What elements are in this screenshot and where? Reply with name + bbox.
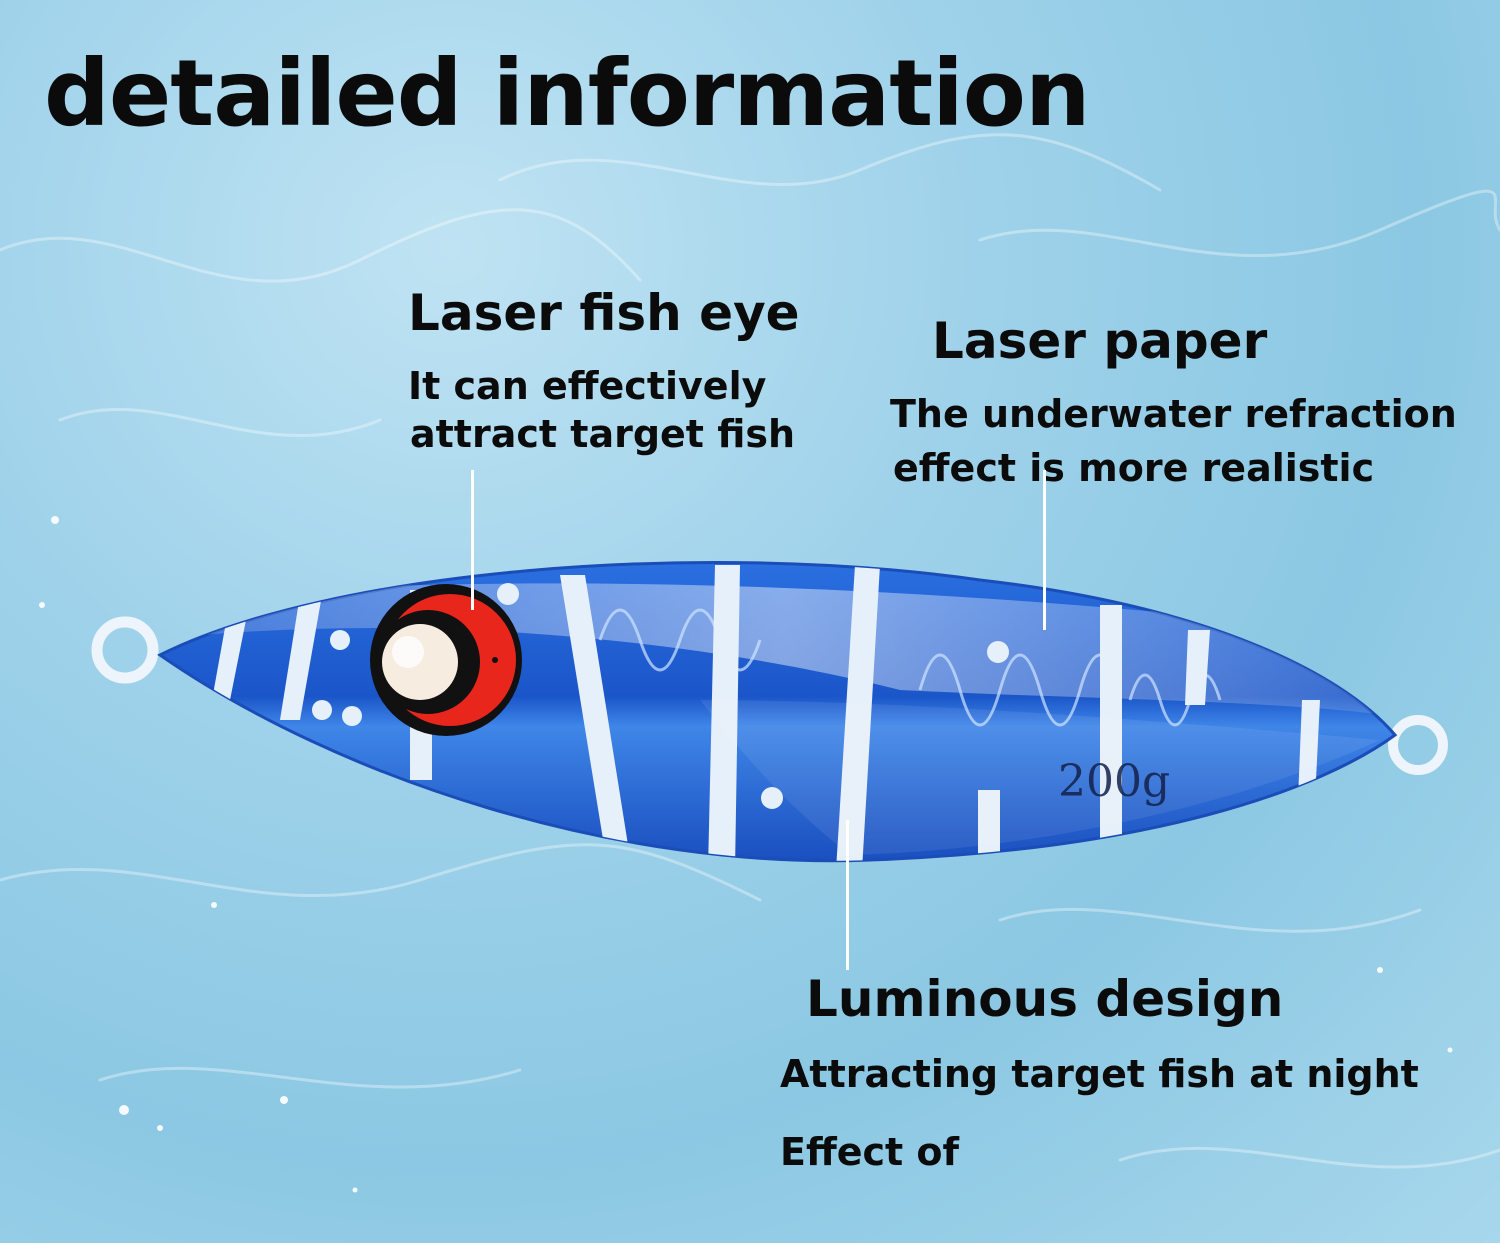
- page-title: detailed information: [44, 40, 1090, 147]
- rear-split-ring-icon: [1388, 715, 1448, 775]
- paper-callout-description-line1: The underwater refraction: [890, 392, 1457, 436]
- weight-mark: 200g: [1058, 756, 1171, 807]
- paper-callout-description-line2: effect is more realistic: [893, 446, 1375, 490]
- luminous-callout-description-line1: Attracting target fish at night: [780, 1052, 1419, 1096]
- eye-callout-description-line2: attract target fish: [410, 412, 796, 456]
- paper-callout-heading: Laser paper: [932, 312, 1268, 370]
- eye-callout-leader-line: [471, 470, 474, 610]
- luminous-callout-description-line2: Effect of: [780, 1130, 960, 1174]
- paper-callout-leader-line: [1043, 470, 1046, 630]
- luminous-callout-heading: Luminous design: [806, 970, 1284, 1028]
- eye-callout-description-line1: It can effectively: [408, 364, 767, 408]
- lure-eye-icon: [370, 584, 522, 736]
- eye-callout-heading: Laser fish eye: [408, 284, 800, 342]
- front-split-ring-icon: [91, 616, 159, 684]
- luminous-callout-leader-line: [846, 820, 849, 970]
